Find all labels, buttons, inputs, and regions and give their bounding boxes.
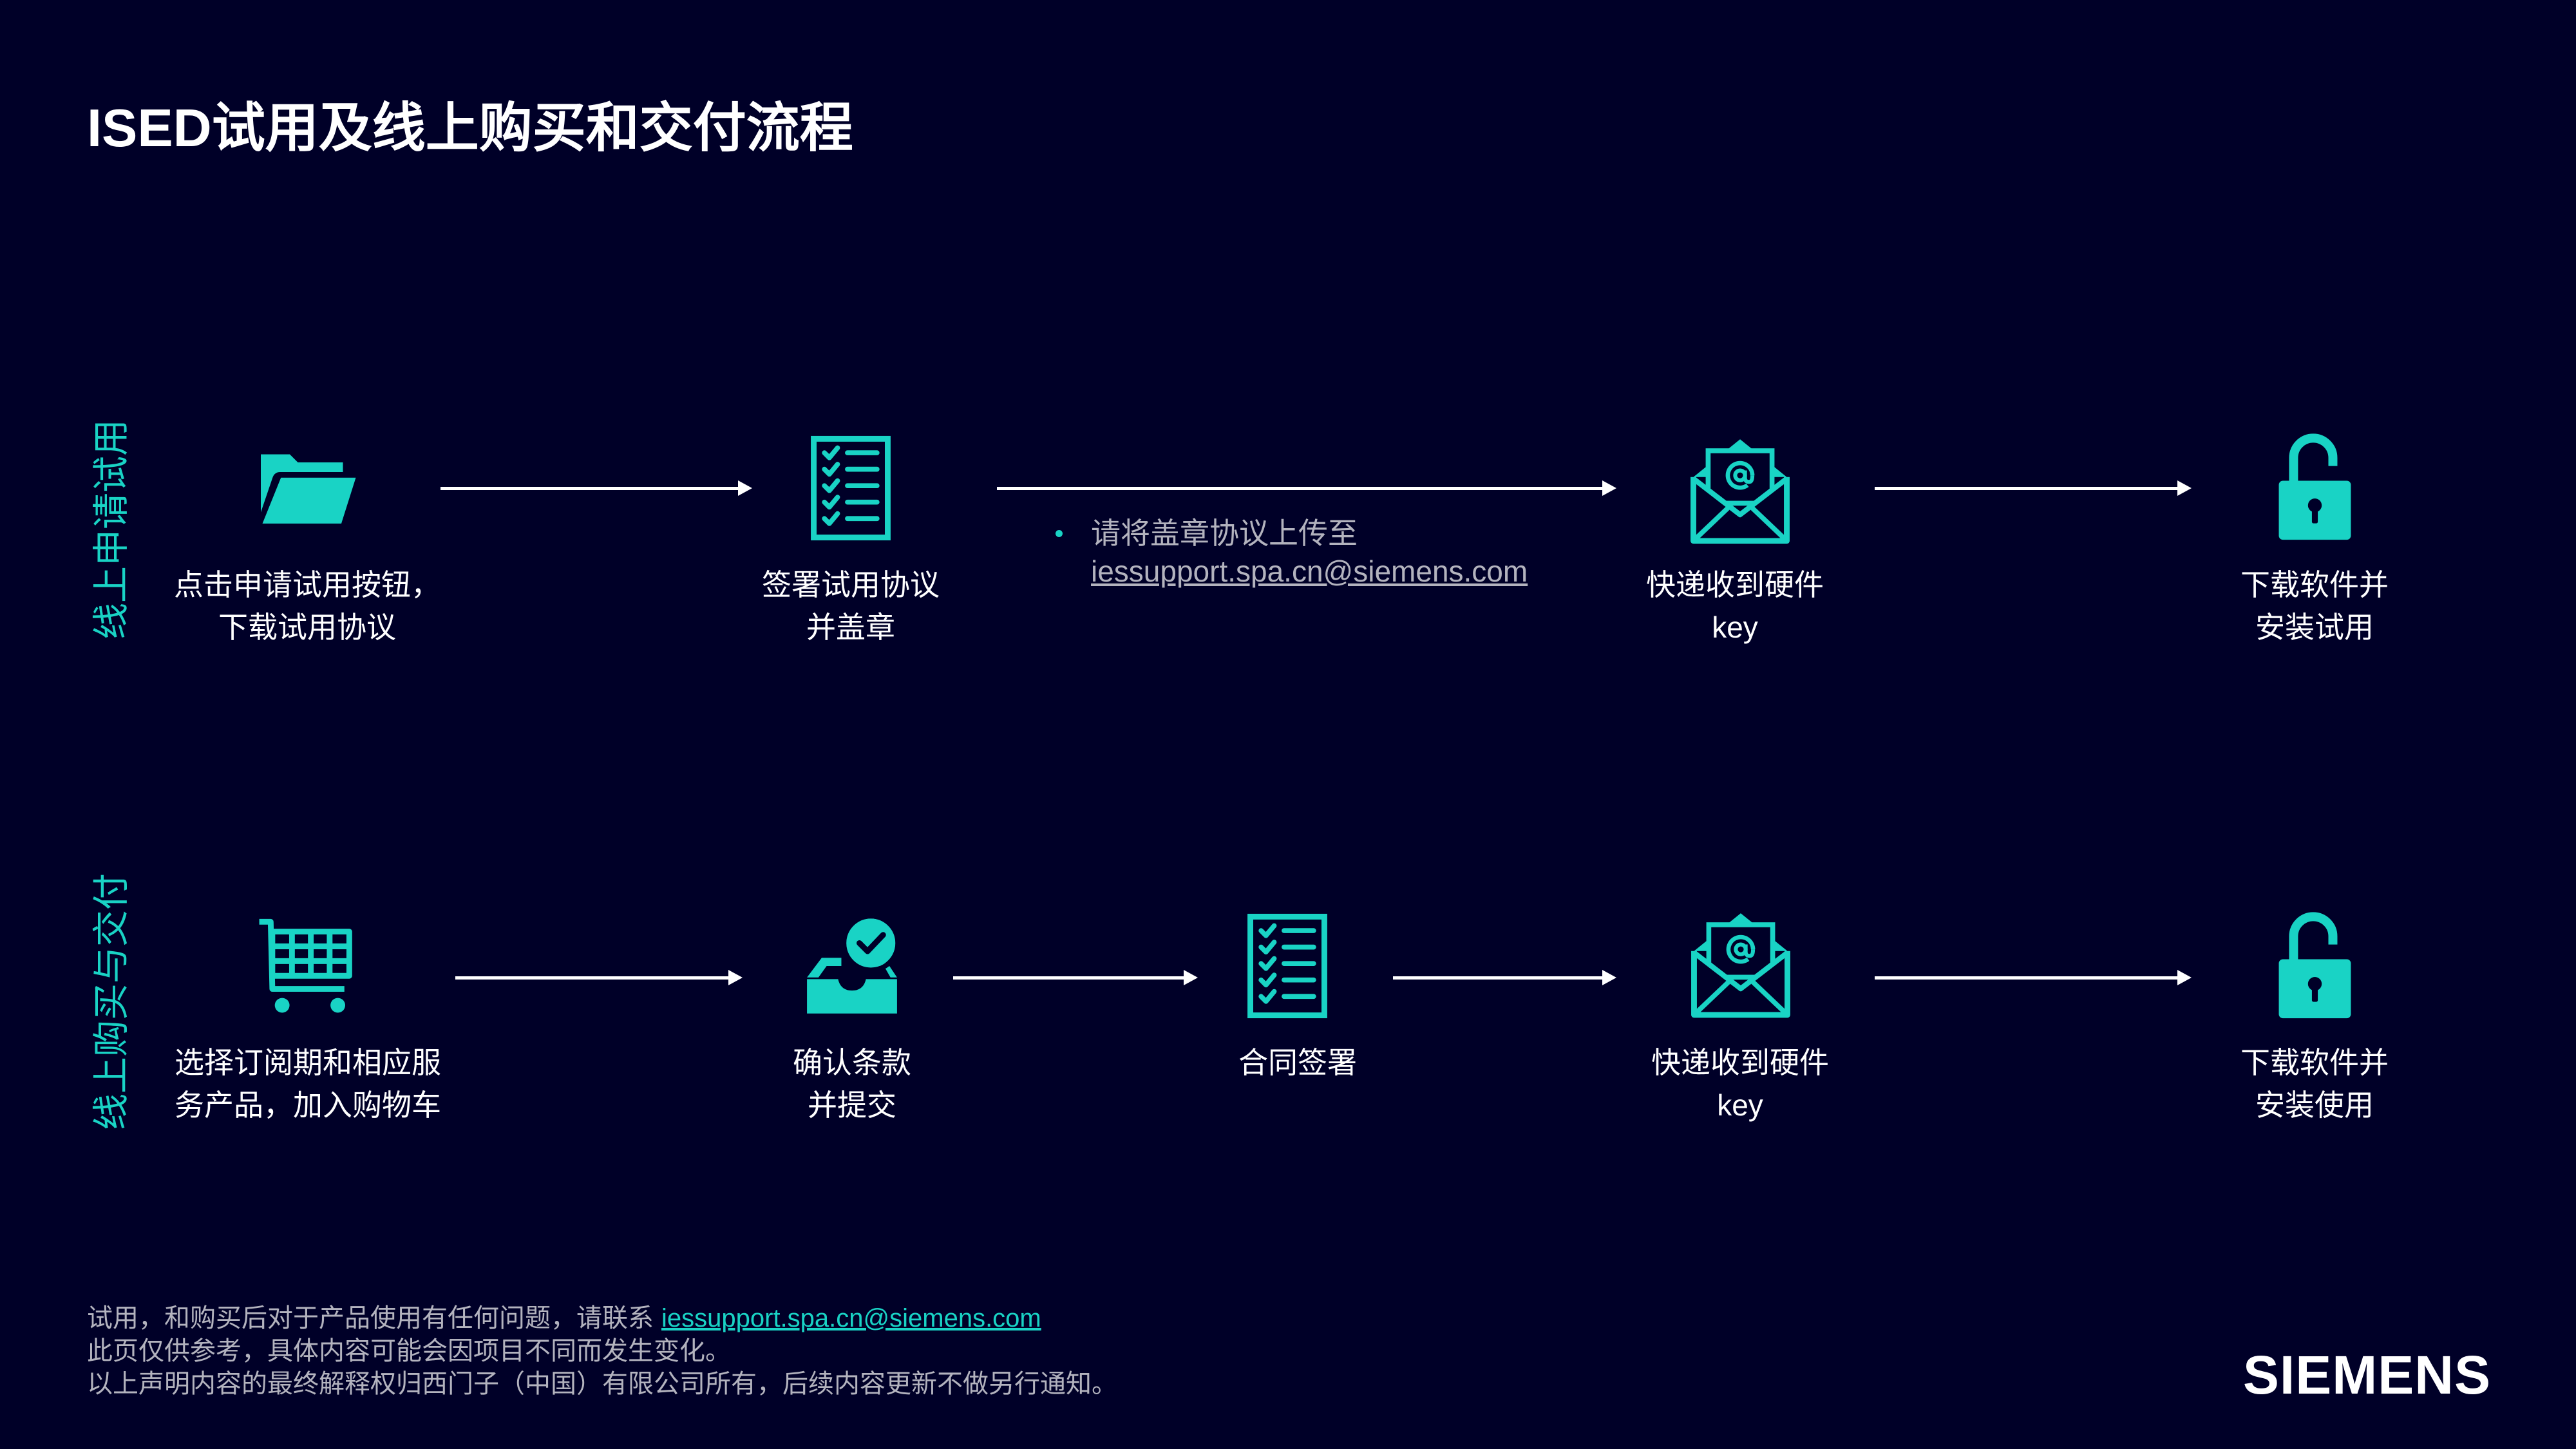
step-label-line: 快递收到硬件 bbox=[1651, 1046, 1829, 1079]
step-label-line: 选择订阅期和相应服 bbox=[175, 1046, 441, 1079]
folder-icon bbox=[255, 450, 360, 527]
step-label-line: 快递收到硬件 bbox=[1646, 568, 1824, 601]
upload-note-text: 请将盖章协议上传至 bbox=[1091, 516, 1358, 550]
step-label-line: 安装使用 bbox=[2255, 1088, 2374, 1122]
checklist-icon bbox=[1246, 913, 1329, 1019]
checklist-icon bbox=[810, 435, 892, 542]
upload-email-link[interactable]: iessupport.spa.cn@siemens.com bbox=[1091, 554, 1528, 588]
step-label: 下载软件并 安装使用 bbox=[2108, 1041, 2521, 1126]
step-label-line: 点击申请试用按钮， bbox=[174, 568, 440, 601]
email-icon bbox=[1690, 433, 1790, 544]
step-label: 选择订阅期和相应服 务产品，加入购物车 bbox=[102, 1041, 514, 1126]
unlock-icon-graphic bbox=[2278, 433, 2351, 540]
step-label-line: 并提交 bbox=[808, 1088, 896, 1122]
page-title: ISED试用及线上购买和交付流程 bbox=[87, 98, 853, 158]
footer-contact-text: 试用，和购买后对于产品使用有任何问题，请联系 bbox=[87, 1304, 654, 1332]
flow-arrow bbox=[953, 970, 1198, 985]
email-icon-graphic bbox=[1690, 439, 1790, 544]
step-label-line: key bbox=[1712, 611, 1758, 644]
step-label-line: 并盖章 bbox=[806, 611, 895, 644]
unlock-icon bbox=[2277, 912, 2353, 1020]
step-label-line: 签署试用协议 bbox=[762, 568, 940, 601]
unlock-icon bbox=[2277, 433, 2353, 542]
step-label-line: 下载软件并 bbox=[2240, 568, 2389, 601]
flow-arrow bbox=[1393, 970, 1616, 985]
flow-arrow bbox=[1875, 970, 2192, 985]
step-label-line: 下载软件并 bbox=[2240, 1046, 2389, 1079]
inbox-check-icon bbox=[804, 913, 900, 1017]
folder-icon-graphic bbox=[261, 454, 356, 524]
checklist-icon-graphic bbox=[1247, 913, 1327, 1019]
step-label-line: key bbox=[1717, 1088, 1763, 1122]
email-icon-graphic bbox=[1691, 913, 1790, 1018]
unlock-icon-graphic bbox=[2278, 912, 2351, 1019]
flow-arrow bbox=[455, 970, 743, 985]
step-label: 签署试用协议 并盖章 bbox=[645, 564, 1057, 649]
shopping-cart-icon-graphic bbox=[259, 918, 352, 1013]
footer-line: 此页仅供参考，具体内容可能会因项目不同而发生变化。 bbox=[87, 1337, 731, 1365]
step-label: 快递收到硬件 key bbox=[1534, 1041, 1946, 1126]
upload-note-email-line: iessupport.spa.cn@siemens.com bbox=[1052, 553, 1528, 591]
step-label: 点击申请试用按钮， 下载试用协议 bbox=[101, 564, 513, 649]
flow-arrow bbox=[1875, 480, 2192, 496]
flow-arrow bbox=[440, 480, 752, 496]
step-label: 确认条款 并提交 bbox=[646, 1041, 1058, 1126]
inbox-check-icon-graphic bbox=[807, 913, 900, 1014]
footer-email-link[interactable]: iessupport.spa.cn@siemens.com bbox=[661, 1304, 1041, 1332]
step-label: 快递收到硬件 key bbox=[1529, 564, 1941, 649]
step-label: 合同签署 bbox=[1092, 1041, 1504, 1084]
email-icon bbox=[1690, 907, 1791, 1018]
step-label-line: 安装试用 bbox=[2255, 611, 2374, 644]
step-label-line: 务产品，加入购物车 bbox=[175, 1088, 441, 1122]
checklist-icon-graphic bbox=[811, 435, 891, 541]
step-label-line: 合同签署 bbox=[1238, 1046, 1357, 1079]
step-label-line: 下载试用协议 bbox=[218, 611, 396, 644]
upload-note: 请将盖章协议上传至 iessupport.spa.cn@siemens.com bbox=[1052, 515, 1528, 591]
bullet-icon bbox=[1056, 530, 1063, 537]
step-label-line: 确认条款 bbox=[793, 1046, 911, 1079]
shopping-cart-icon bbox=[258, 915, 354, 1017]
flow-arrow bbox=[997, 480, 1616, 496]
step-label: 下载软件并 安装试用 bbox=[2108, 564, 2521, 649]
footer-line: 以上声明内容的最终解释权归西门子（中国）有限公司所有，后续内容更新不做另行通知。 bbox=[87, 1370, 1117, 1398]
siemens-logo: SIEMENS bbox=[2242, 1345, 2491, 1405]
